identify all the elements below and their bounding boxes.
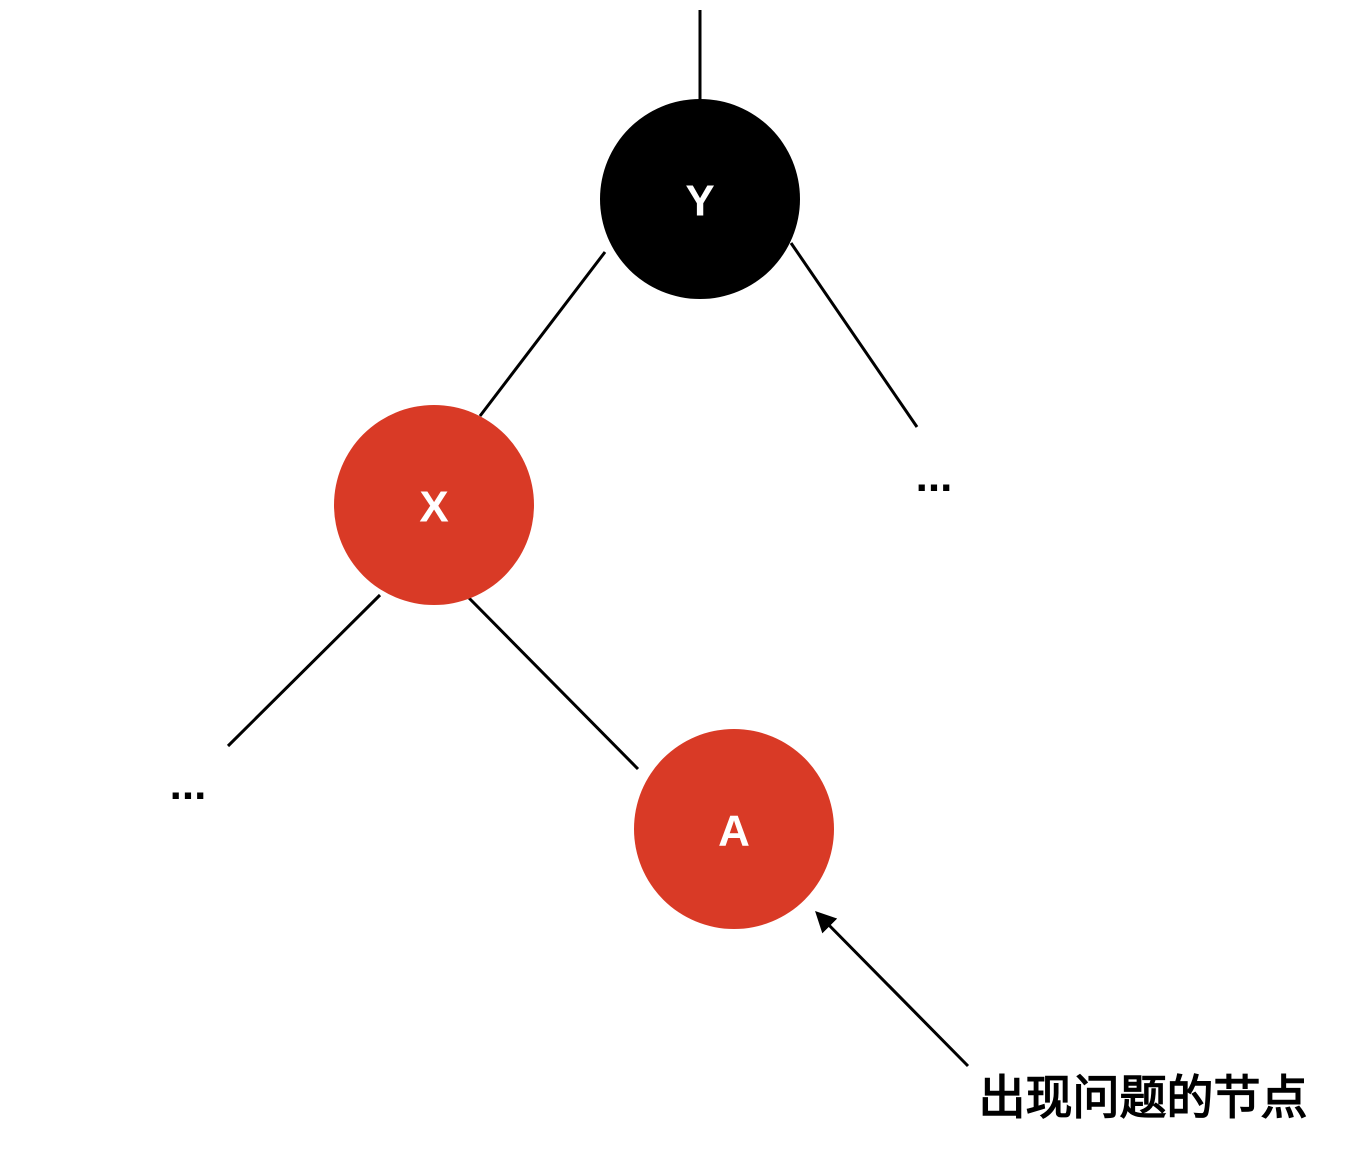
ellipsis-left-of-x: ... [170, 760, 207, 809]
node-y-label: Y [685, 177, 714, 226]
node-x-label: X [419, 483, 448, 532]
node-a-circle [634, 729, 834, 929]
node-x: X [334, 405, 534, 605]
node-a-label: A [718, 807, 750, 856]
node-x-circle [334, 405, 534, 605]
node-y-circle [600, 99, 800, 299]
ellipsis-right-of-y: ... [916, 452, 953, 501]
node-y: Y [600, 99, 800, 299]
edge-x-to-a [467, 596, 640, 771]
edge-y-to-x [478, 251, 607, 417]
node-a: A [634, 729, 834, 929]
annotation-arrow [815, 911, 970, 1068]
annotation-label: 出现问题的节点 [979, 1071, 1308, 1126]
edge-x-to-left [226, 593, 382, 748]
edge-y-to-right [789, 242, 919, 428]
